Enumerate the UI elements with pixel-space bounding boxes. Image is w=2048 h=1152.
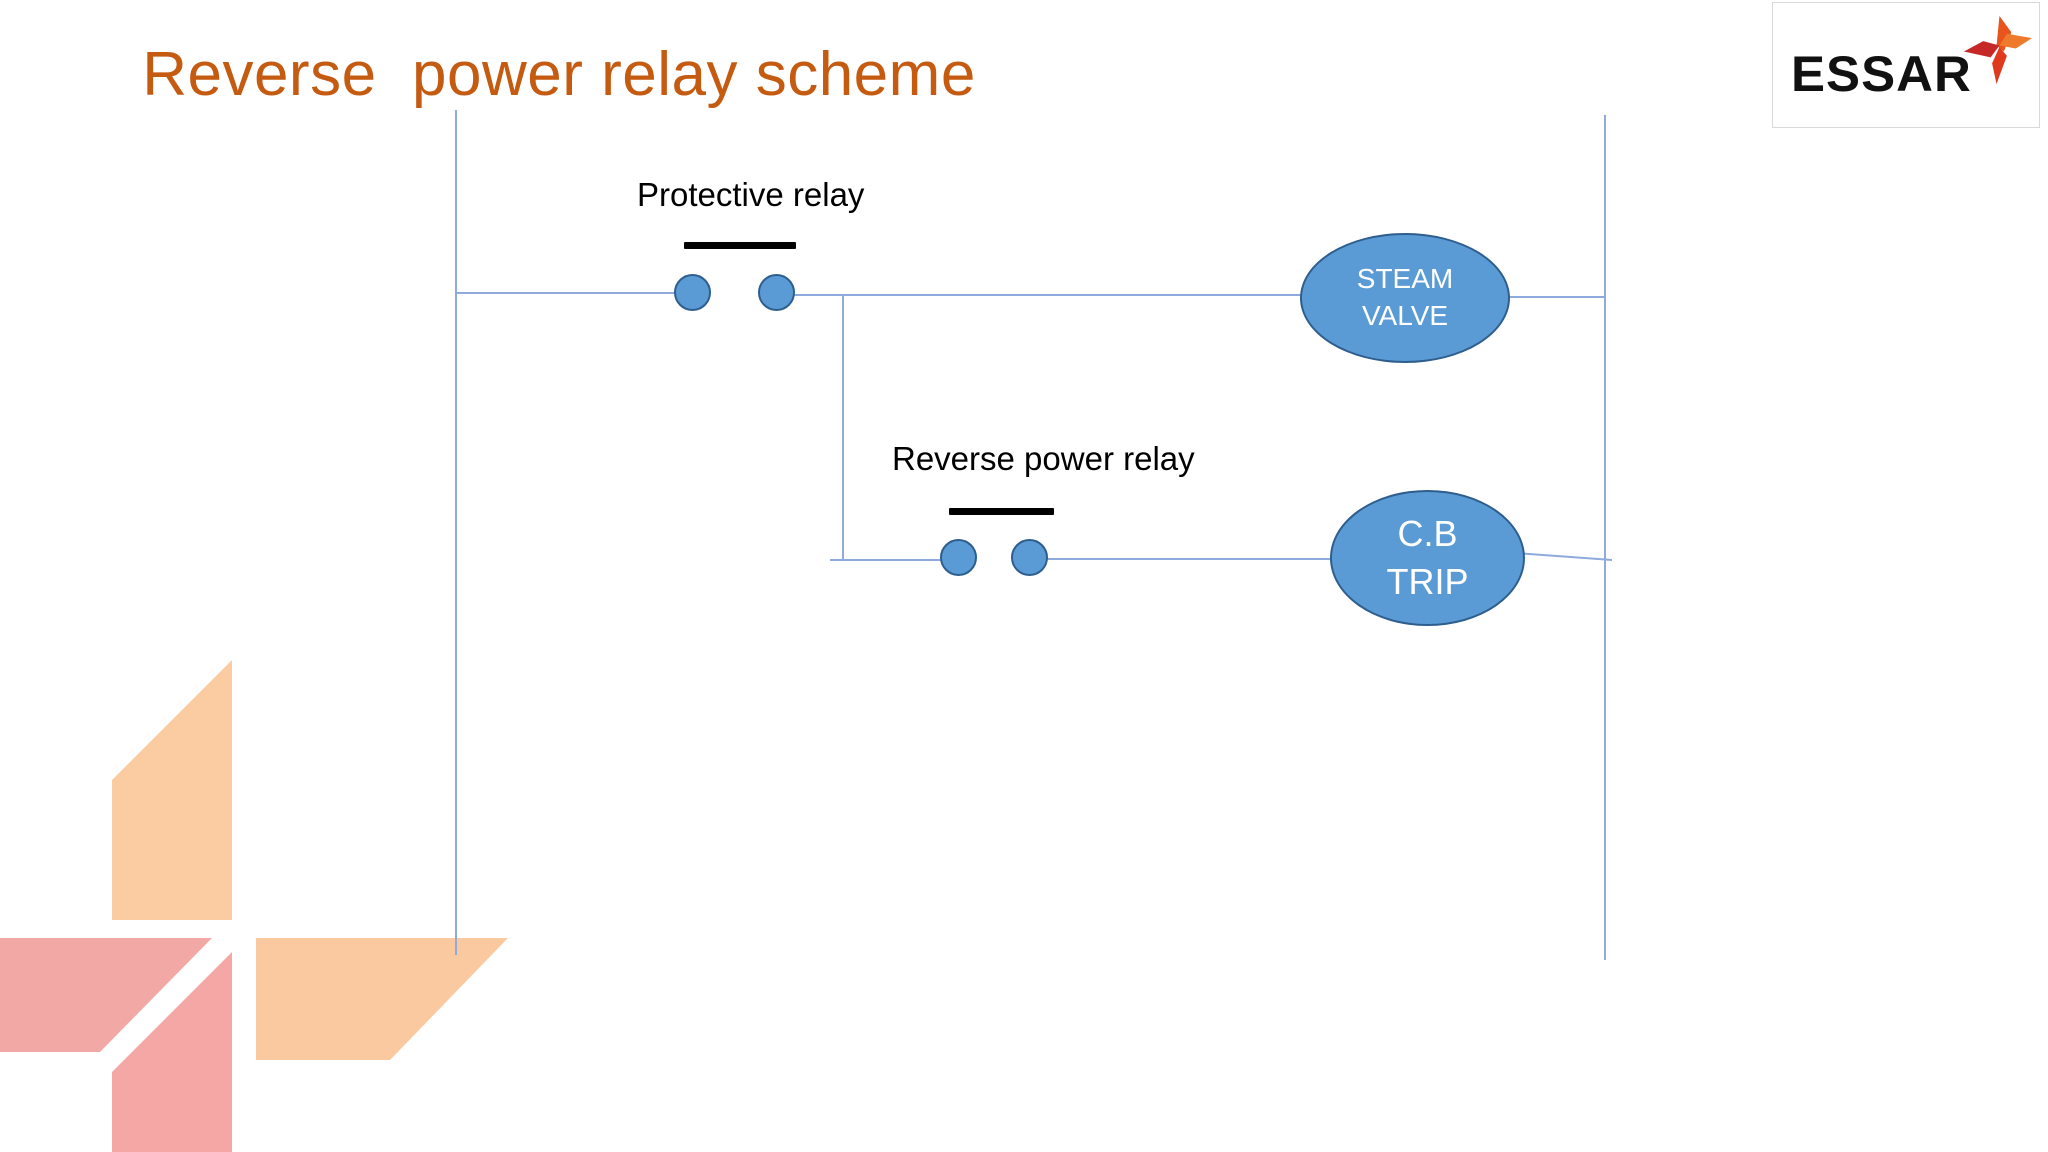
left-bus-wire bbox=[455, 110, 457, 955]
rung2-wire-right bbox=[1044, 558, 1334, 560]
rung1-contact-dot-left[interactable] bbox=[674, 274, 711, 311]
rung1-wire-left bbox=[455, 292, 677, 294]
rung2-contact-bar bbox=[949, 508, 1054, 515]
rung2-contact-dot-left[interactable] bbox=[940, 539, 977, 576]
essar-star-icon bbox=[1963, 15, 2033, 85]
branch-drop-wire bbox=[842, 294, 844, 560]
page-title: Reverse power relay scheme bbox=[142, 40, 976, 109]
right-bus-wire bbox=[1604, 115, 1606, 960]
cb-trip-line-1: C.B bbox=[1397, 513, 1458, 555]
rung1-contact-bar bbox=[684, 242, 796, 249]
rung1-wire-right bbox=[792, 294, 1304, 296]
rung2-contact-dot-right[interactable] bbox=[1011, 539, 1048, 576]
steam-valve-line-2: VALVE bbox=[1361, 300, 1449, 331]
rung2-label: Reverse power relay bbox=[892, 440, 1195, 477]
rung2-wire-left bbox=[830, 559, 943, 561]
output-node-cb-trip[interactable]: C.B TRIP bbox=[1330, 490, 1525, 626]
essar-wordmark-text: ESSAR bbox=[1791, 46, 1972, 102]
steam-valve-line-1: STEAM bbox=[1356, 263, 1454, 295]
pinwheel-decoration-icon bbox=[0, 660, 508, 1152]
cb-trip-line-2: TRIP bbox=[1386, 561, 1469, 602]
rung1-contact-dot-right[interactable] bbox=[758, 274, 795, 311]
rung1-label: Protective relay bbox=[637, 176, 865, 213]
essar-logo: ESSAR bbox=[1772, 2, 2040, 128]
rung2-wire-output bbox=[1516, 552, 1612, 561]
rung1-wire-output bbox=[1508, 296, 1606, 298]
output-node-steam-valve[interactable]: STEAM VALVE bbox=[1300, 233, 1510, 363]
